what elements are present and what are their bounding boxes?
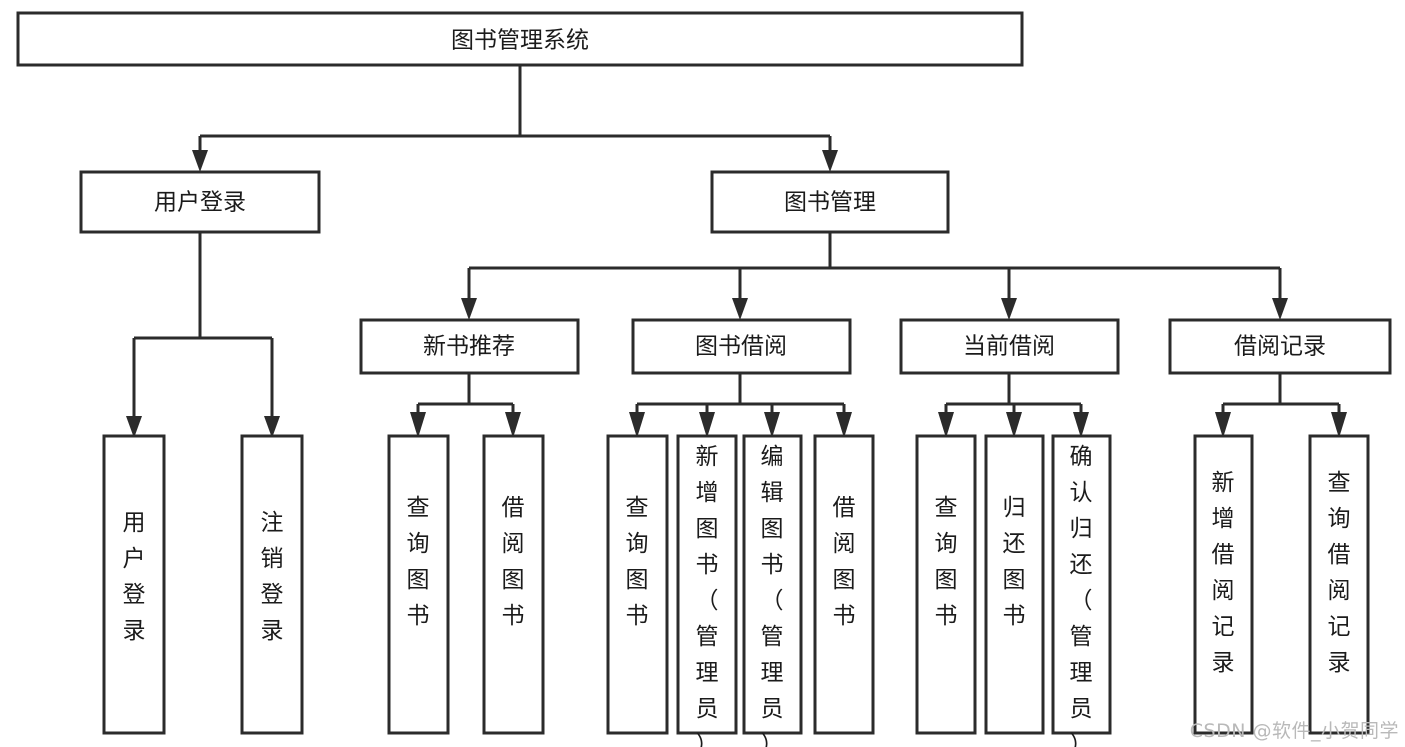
leaf-br-query-record-box[interactable] [1308, 434, 1370, 735]
node-root[interactable]: 图书管理系统 [16, 11, 1024, 67]
arrowhead-br-add [1215, 412, 1231, 438]
leaf-br-query-record[interactable]: 查询借阅记录 [1308, 434, 1370, 735]
leaf-cb-query-book-box[interactable] [915, 434, 977, 735]
leaf-cb-return-book-box[interactable] [984, 434, 1045, 735]
node-current-borrow-box[interactable] [899, 318, 1120, 375]
leaf-br-add-record[interactable]: 新增借阅记录 [1193, 434, 1254, 735]
leaf-cb-return-book-label: 归还图书 [1003, 495, 1026, 629]
connector-group-new-book [410, 373, 521, 438]
leaf-logout[interactable]: 注销登录 [240, 434, 304, 735]
arrowhead-book-borrow [732, 298, 748, 320]
arrowhead-br-query [1331, 412, 1347, 438]
arrowhead-leaf-user-login [126, 416, 142, 438]
leaf-nb-borrow-book-label: 借阅图书 [502, 495, 525, 629]
leaf-logout-box[interactable] [240, 434, 304, 735]
connector-group-root [192, 65, 838, 172]
leaf-cb-confirm-return[interactable]: 确认归还（管理员） [1051, 434, 1112, 747]
node-root-label: 图书管理系统 [451, 28, 589, 54]
leaf-user-login-label: 用户登录 [123, 510, 146, 644]
leaf-cb-query-book-label: 查询图书 [935, 495, 958, 629]
connector-group-current-borrow [938, 373, 1089, 438]
node-new-book-recommend-label: 新书推荐 [423, 334, 515, 360]
arrowhead-cb-return [1006, 412, 1022, 438]
leaf-cb-return-book[interactable]: 归还图书 [984, 434, 1045, 735]
arrowhead-borrow-records [1272, 298, 1288, 320]
leaf-bb-query-book[interactable]: 查询图书 [606, 434, 669, 735]
leaf-bb-add-book-label: 新增图书（管理员） [696, 444, 719, 747]
leaf-nb-borrow-book[interactable]: 借阅图书 [482, 434, 545, 735]
arrowhead-book-manage [822, 150, 838, 172]
arrowhead-cb-query [938, 412, 954, 438]
leaf-user-login[interactable]: 用户登录 [102, 434, 166, 735]
leaf-nb-borrow-book-box[interactable] [482, 434, 545, 735]
leaf-bb-borrow-book[interactable]: 借阅图书 [813, 434, 875, 735]
node-book-borrow-label: 图书借阅 [695, 334, 787, 360]
arrowhead-user-login [192, 150, 208, 172]
leaf-bb-query-book-label: 查询图书 [626, 495, 649, 629]
leaf-nb-query-book[interactable]: 查询图书 [387, 434, 450, 735]
connector-group-book-borrow [629, 373, 852, 438]
node-book-borrow-box[interactable] [631, 318, 852, 375]
arrowhead-cb-confirm [1073, 412, 1089, 438]
node-book-manage-box[interactable] [710, 170, 950, 234]
node-new-book-recommend[interactable]: 新书推荐 [359, 318, 580, 375]
leaf-bb-borrow-book-box[interactable] [813, 434, 875, 735]
leaf-cb-query-book[interactable]: 查询图书 [915, 434, 977, 735]
leaf-logout-label: 注销登录 [261, 510, 284, 644]
leaf-user-login-box[interactable] [102, 434, 166, 735]
node-book-manage-label: 图书管理 [784, 190, 876, 216]
node-root-box[interactable] [16, 11, 1024, 67]
leaf-cb-confirm-return-box[interactable] [1051, 434, 1112, 735]
arrowhead-bb-edit [764, 412, 780, 438]
connector-group-book-manage [461, 232, 1288, 320]
leaf-cb-confirm-return-label: 确认归还（管理员） [1070, 444, 1093, 747]
leaf-bb-query-book-box[interactable] [606, 434, 669, 735]
leaf-bb-add-book-box[interactable] [676, 434, 738, 735]
node-current-borrow-label: 当前借阅 [963, 334, 1055, 360]
node-user-login-box[interactable] [79, 170, 321, 234]
leaf-bb-edit-book-label: 编辑图书（管理员） [761, 444, 784, 747]
leaf-br-add-record-label: 新增借阅记录 [1212, 470, 1235, 676]
arrowhead-bb-query [629, 412, 645, 438]
node-borrow-records-box[interactable] [1168, 318, 1392, 375]
arrowhead-bb-add [699, 412, 715, 438]
leaf-bb-edit-book-box[interactable] [742, 434, 803, 735]
arrowhead-nb-borrow [505, 412, 521, 438]
arrowhead-current-borrow [1001, 298, 1017, 320]
node-new-book-recommend-box[interactable] [359, 318, 580, 375]
node-current-borrow[interactable]: 当前借阅 [899, 318, 1120, 375]
arrowhead-nb-query [410, 412, 426, 438]
node-book-borrow[interactable]: 图书借阅 [631, 318, 852, 375]
leaf-br-query-record-label: 查询借阅记录 [1328, 470, 1351, 676]
node-borrow-records[interactable]: 借阅记录 [1168, 318, 1392, 375]
arrowhead-new-book [461, 298, 477, 320]
connector-group-borrow-records [1215, 373, 1347, 438]
arrowhead-bb-borrow [836, 412, 852, 438]
node-book-manage[interactable]: 图书管理 [710, 170, 950, 234]
node-borrow-records-label: 借阅记录 [1234, 334, 1326, 360]
leaf-nb-query-book-label: 查询图书 [407, 495, 430, 629]
leaf-br-add-record-box[interactable] [1193, 434, 1254, 735]
node-user-login[interactable]: 用户登录 [79, 170, 321, 234]
leaf-bb-borrow-book-label: 借阅图书 [833, 495, 856, 629]
node-user-login-label: 用户登录 [154, 190, 246, 216]
leaf-bb-add-book[interactable]: 新增图书（管理员） [676, 434, 738, 747]
leaf-bb-edit-book[interactable]: 编辑图书（管理员） [742, 434, 803, 747]
watermark-text: CSDN @软件_小贺同学 [1189, 720, 1399, 742]
connector-group-user-login [126, 232, 280, 438]
leaf-nb-query-book-box[interactable] [387, 434, 450, 735]
arrowhead-leaf-logout [264, 416, 280, 438]
